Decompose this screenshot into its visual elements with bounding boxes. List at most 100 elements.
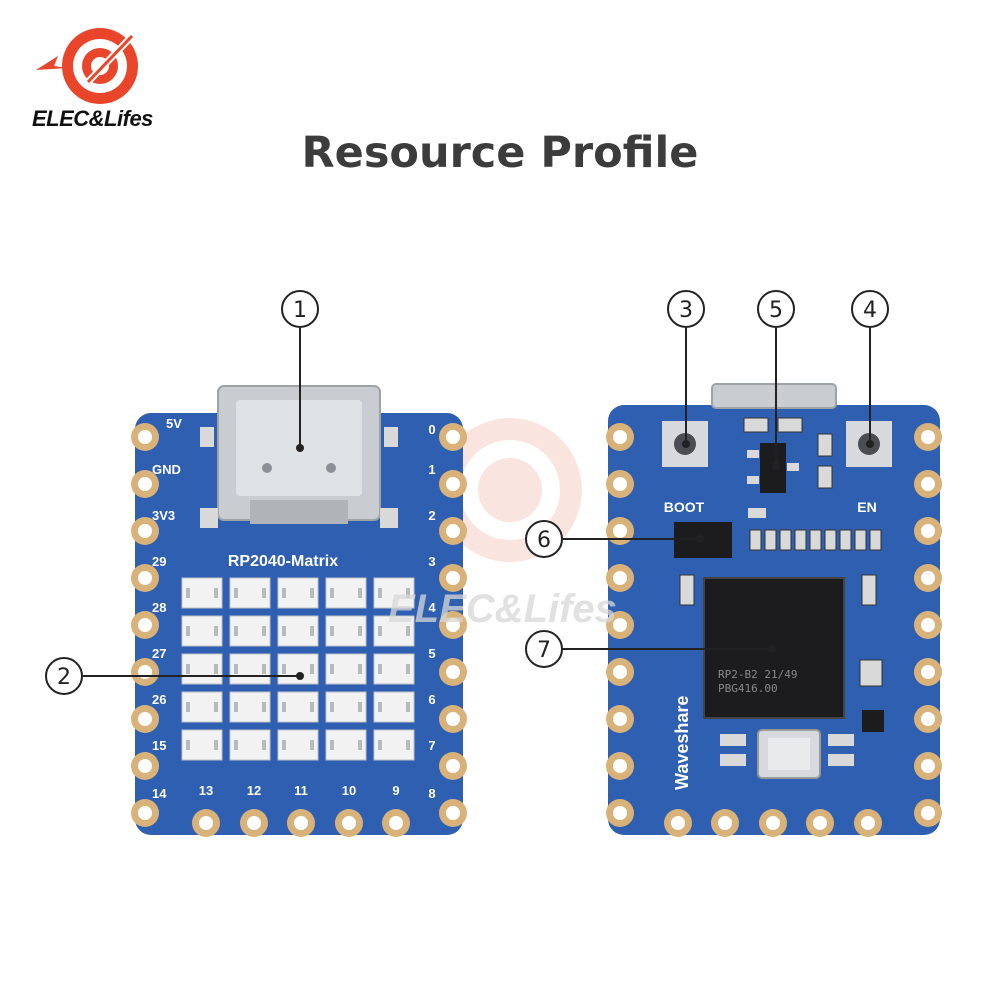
rgb-led <box>229 653 271 685</box>
castellated-pad <box>606 611 634 639</box>
castellated-pad <box>606 423 634 451</box>
castellated-pad <box>439 799 467 827</box>
rgb-led <box>277 691 319 723</box>
callout-5 <box>757 290 795 328</box>
passive-component <box>794 529 807 551</box>
chip-marking-1: RP2-B2 21/49 <box>718 668 797 681</box>
callout-1-number: 1 <box>293 298 307 323</box>
castellated-pad <box>914 470 942 498</box>
castellated-pad <box>439 517 467 545</box>
pin-label: 15 <box>152 738 166 753</box>
castellated-pad <box>606 470 634 498</box>
rgb-led <box>277 577 319 609</box>
left-pads <box>131 423 159 827</box>
pin-label: 7 <box>428 738 435 753</box>
castellated-pad <box>914 752 942 780</box>
passive-component <box>779 529 792 551</box>
pin-label: 27 <box>152 646 166 661</box>
callout-6-number: 6 <box>537 528 551 553</box>
callouts <box>82 328 871 677</box>
rgb-led <box>373 653 415 685</box>
rgb-led <box>277 615 319 647</box>
rgb-led <box>325 577 367 609</box>
pin-label: 3V3 <box>152 508 175 523</box>
passive-component <box>764 529 777 551</box>
castellated-pad <box>854 809 882 837</box>
castellated-pad <box>131 564 159 592</box>
pin-label: 13 <box>199 783 213 798</box>
pin-label: 4 <box>428 600 436 615</box>
pin-label: 5 <box>428 646 435 661</box>
castellated-pad <box>914 423 942 451</box>
pin-label: 8 <box>428 786 435 801</box>
castellated-pad <box>606 564 634 592</box>
pin-label: 12 <box>247 783 261 798</box>
pin-label: 10 <box>342 783 356 798</box>
castellated-pad <box>606 752 634 780</box>
pin-label: 9 <box>392 783 399 798</box>
castellated-pad <box>914 799 942 827</box>
rgb-led <box>373 729 415 761</box>
castellated-pad <box>711 809 739 837</box>
callout-1 <box>281 290 319 328</box>
usb-c-pins <box>250 500 348 524</box>
pin-label: 3 <box>428 554 435 569</box>
passive-component <box>824 529 837 551</box>
usb-c-connector-back <box>711 383 837 409</box>
pin-label: 1 <box>428 462 435 477</box>
passive-component <box>869 529 882 551</box>
waveshare-label: Waveshare <box>672 696 692 790</box>
boot-label: BOOT <box>664 499 705 515</box>
castellated-pad <box>131 799 159 827</box>
rgb-led <box>325 653 367 685</box>
rgb-led <box>373 615 415 647</box>
callout-2 <box>45 657 83 695</box>
pin-label: 28 <box>152 600 166 615</box>
rgb-led <box>181 615 223 647</box>
pin-label: 14 <box>152 786 167 801</box>
rgb-led <box>181 729 223 761</box>
chip-marking-2: PBG416.00 <box>718 682 778 695</box>
pin-label: 0 <box>428 422 435 437</box>
castellated-pad <box>131 752 159 780</box>
castellated-pad <box>131 611 159 639</box>
castellated-pad <box>914 611 942 639</box>
callout-7 <box>525 630 563 668</box>
castellated-pad <box>606 799 634 827</box>
castellated-pad <box>131 658 159 686</box>
pin-label: GND <box>152 462 181 477</box>
passive-component <box>839 529 852 551</box>
passive-row <box>749 529 882 551</box>
pin-label: 5V <box>166 416 182 431</box>
en-label: EN <box>857 499 876 515</box>
castellated-pad <box>606 517 634 545</box>
callout-3-number: 3 <box>679 298 693 323</box>
castellated-pad <box>439 752 467 780</box>
callout-4-number: 4 <box>863 298 877 323</box>
rgb-led <box>277 729 319 761</box>
front-board-label: RP2040-Matrix <box>228 553 338 570</box>
castellated-pad <box>439 564 467 592</box>
callout-2-number: 2 <box>57 665 71 690</box>
castellated-pad <box>131 705 159 733</box>
castellated-pad <box>914 658 942 686</box>
callout-5-number: 5 <box>769 298 783 323</box>
castellated-pad <box>240 809 268 837</box>
led-matrix <box>181 577 415 761</box>
callout-3 <box>667 290 705 328</box>
pin-label: 6 <box>428 692 435 707</box>
castellated-pad <box>131 470 159 498</box>
rgb-led <box>229 615 271 647</box>
rgb-led <box>229 691 271 723</box>
pin-label: 2 <box>428 508 435 523</box>
castellated-pad <box>914 517 942 545</box>
castellated-pad <box>439 423 467 451</box>
castellated-pad <box>439 470 467 498</box>
bottom-pads <box>192 809 410 837</box>
castellated-pad <box>806 809 834 837</box>
castellated-pad <box>914 705 942 733</box>
